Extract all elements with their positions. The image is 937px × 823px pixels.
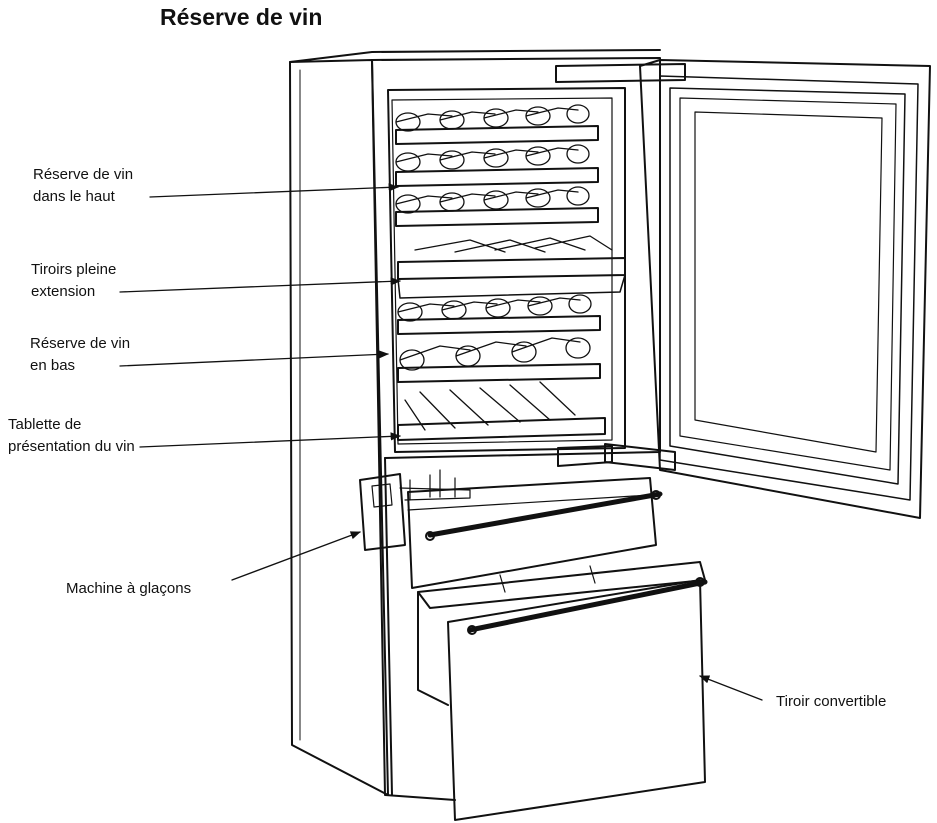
convertible-drawer — [417, 561, 708, 821]
lower-wine-storage-arrow — [119, 350, 390, 367]
label-lower-wine-storage: Réserve de vin en bas — [30, 335, 131, 374]
ice-maker-arrow — [231, 531, 361, 581]
diagram-title: Réserve de vin — [160, 4, 323, 30]
wine-bottles — [395, 104, 613, 431]
label-convertible-drawer: Tiroir convertible — [776, 693, 887, 710]
callout-lines — [119, 183, 763, 701]
upper-wine-storage-arrow — [149, 183, 400, 198]
door-hinges — [555, 63, 686, 471]
label-upper-wine-storage: Réserve de vin dans le haut — [33, 166, 134, 205]
ice-maker — [359, 469, 471, 551]
wine-door — [639, 59, 931, 519]
wine-display-shelf — [397, 417, 606, 441]
convertible-drawer-arrow — [699, 675, 763, 701]
label-ice-maker: Machine à glaçons — [66, 580, 192, 597]
full-extension-drawer — [397, 257, 626, 299]
label-wine-display-shelf: Tablette de présentation du vin — [8, 416, 135, 455]
wine-rack-lower — [397, 315, 601, 383]
wine-display-shelf-arrow — [139, 432, 402, 448]
wine-compartment — [387, 87, 626, 453]
full-extension-drawers-arrow — [119, 277, 402, 293]
label-full-extension-drawers: Tiroirs pleine extension — [31, 261, 117, 300]
upper-drawer — [407, 477, 663, 589]
wine-rack-upper — [395, 125, 599, 227]
